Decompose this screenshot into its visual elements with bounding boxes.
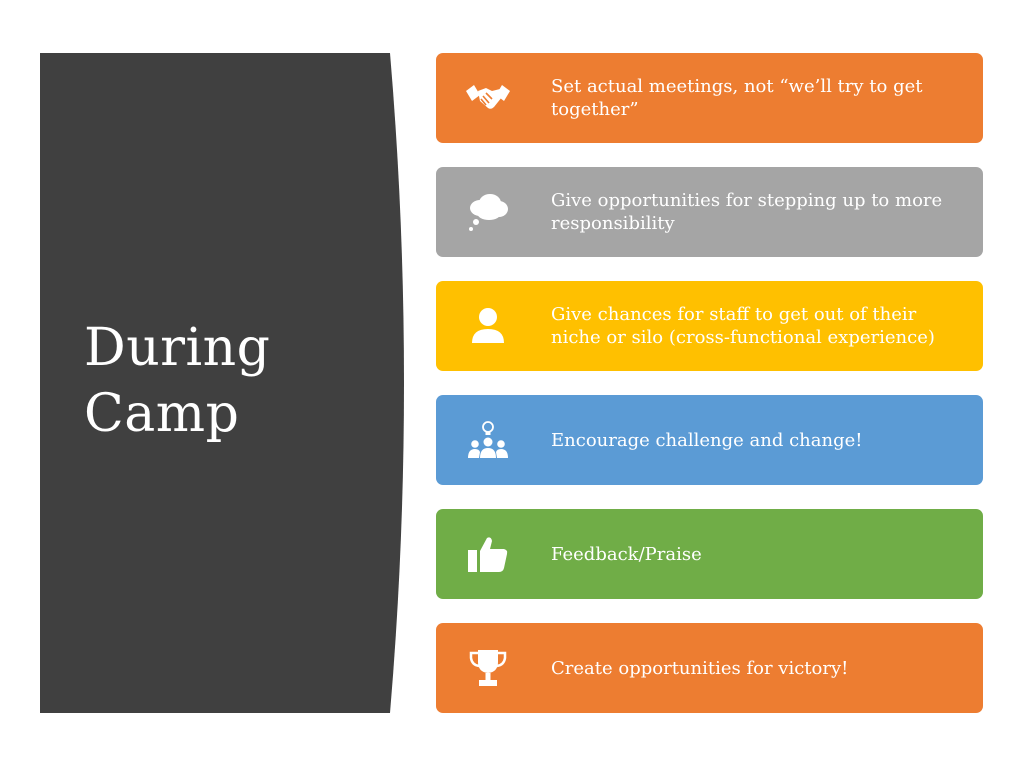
card-text: Encourage challenge and change! xyxy=(551,429,863,451)
card-list: Set actual meetings, not “we’ll try to g… xyxy=(436,53,983,737)
title-panel-shape xyxy=(40,53,404,713)
card-victory: Create opportunities for victory! xyxy=(436,623,983,713)
person-icon xyxy=(464,303,512,349)
card-text: Create opportunities for victory! xyxy=(551,657,849,679)
card-text: Feedback/Praise xyxy=(551,543,702,565)
thought-bubble-icon xyxy=(464,189,512,235)
title-panel: During Camp xyxy=(0,0,420,768)
team-idea-icon xyxy=(464,417,512,463)
card-text: Give chances for staff to get out of the… xyxy=(551,304,935,348)
card-feedback: Feedback/Praise xyxy=(436,509,983,599)
card-challenge: Encourage challenge and change! xyxy=(436,395,983,485)
card-text: Give opportunities for stepping up to mo… xyxy=(551,190,943,234)
card-text: Set actual meetings, not “we’ll try to g… xyxy=(551,76,923,120)
card-responsibility: Give opportunities for stepping up to mo… xyxy=(436,167,983,257)
thumbs-up-icon xyxy=(464,531,512,577)
slide-title: During Camp xyxy=(84,318,271,444)
card-meetings: Set actual meetings, not “we’ll try to g… xyxy=(436,53,983,143)
handshake-icon xyxy=(464,75,512,121)
card-cross-functional: Give chances for staff to get out of the… xyxy=(436,281,983,371)
trophy-icon xyxy=(464,645,512,691)
